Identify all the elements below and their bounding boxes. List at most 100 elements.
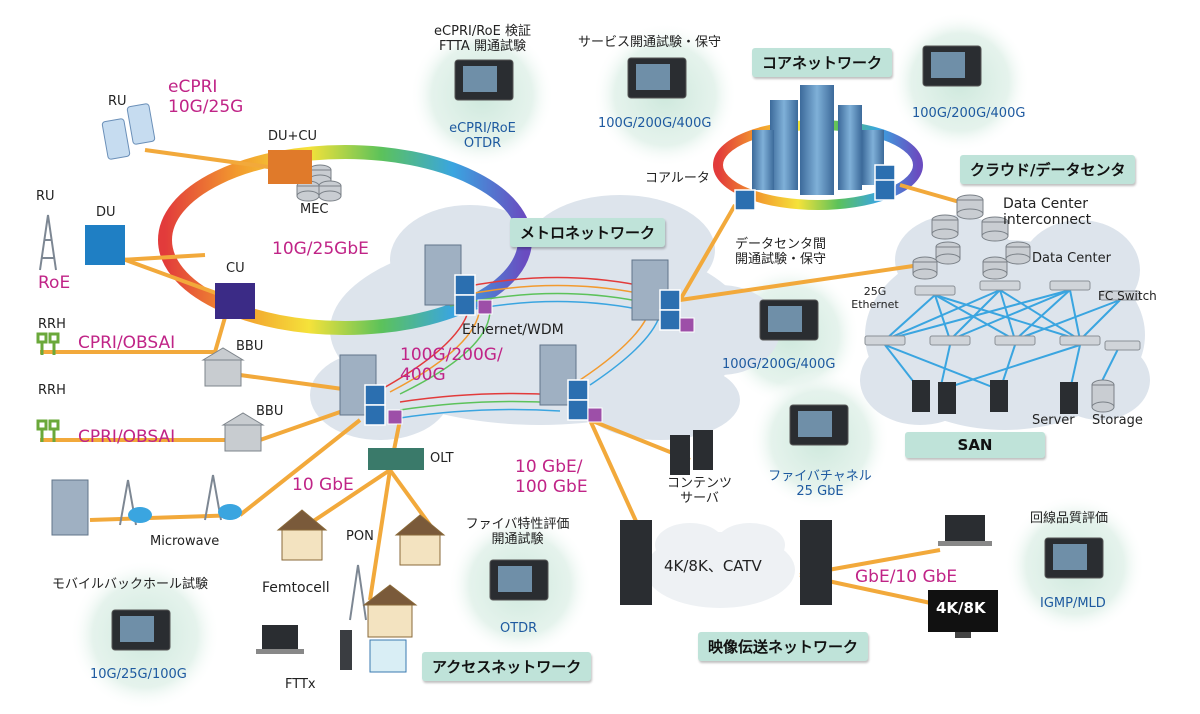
du-cu-label: DU+CU <box>268 129 318 144</box>
roe-label: RoE <box>38 273 71 293</box>
fc-switches <box>864 280 1141 351</box>
cu-switch <box>215 283 255 319</box>
san-mesh <box>884 289 1121 391</box>
data-center-label: Data Center <box>1032 251 1111 266</box>
ecpri-roe-label: eCPRI/RoE OTDR <box>440 121 525 152</box>
houses <box>276 509 446 638</box>
ru-top-label: RU <box>108 94 127 109</box>
server-label: Server <box>1032 413 1075 428</box>
wdm-nodes <box>387 299 695 425</box>
laptops <box>256 515 998 654</box>
mobile-backhaul-label: モバイルバックホール試験 <box>52 577 209 592</box>
tag-core-network: コアネットワーク <box>752 48 893 77</box>
dc-test-line-1: データセンタ間 <box>735 237 827 252</box>
ecpri-speed-line-1: eCPRI <box>168 77 218 97</box>
fiber-eval-line-2: 開通試験 <box>491 531 544 547</box>
olt-box <box>368 448 424 470</box>
otdr-access-label: OTDR <box>500 621 538 636</box>
ru-panels <box>101 103 156 160</box>
catv-label: 4K/8K、CATV <box>664 557 762 575</box>
microwave-label: Microwave <box>150 534 220 549</box>
fibre-channel-label: ファイバチャネル 25 GbE <box>755 469 885 500</box>
tag-video-network: 映像伝送ネットワーク <box>698 632 869 661</box>
eth-25g-label: 25G Ethernet <box>850 285 900 311</box>
video-speed-label: 10 GbE/ 100 GbE <box>515 457 588 497</box>
mobile-backhaul-speed: 10G/25G/100G <box>90 667 187 682</box>
cpri-test-line-2: FTTA 開通試験 <box>439 38 526 54</box>
access-speed-label: 10 GbE <box>292 475 354 495</box>
rrh-label-1: RRH <box>38 317 66 332</box>
router-nodes <box>364 164 896 426</box>
cpri-test-label: eCPRI/RoE 検証 FTTA 開通試験 <box>420 24 545 55</box>
core-router-label: コアルータ <box>645 171 710 186</box>
metro-speed-line-1: 100G/200G/ <box>400 345 503 365</box>
content-server-line-2: サーバ <box>680 490 719 506</box>
tag-metro-network: メトロネットワーク <box>510 218 666 247</box>
eth-25g-line-1: 25G <box>863 285 887 298</box>
ecpri-roe-line-2: OTDR <box>463 135 502 151</box>
cpri-label-1: CPRI/OBSAI <box>78 333 176 353</box>
tag-access-network: アクセスネットワーク <box>422 652 592 681</box>
fttx-label: FTTx <box>285 677 316 692</box>
igmp-label: IGMP/MLD <box>1040 596 1106 611</box>
dc-interconnect-label: Data Center interconnect <box>1003 196 1091 228</box>
du-switch <box>85 225 125 265</box>
rrh-units <box>36 332 60 442</box>
core-speed-label-1: 100G/200G/400G <box>598 116 712 131</box>
tag-san: SAN <box>905 432 1045 458</box>
ring-speed-label: 10G/25GbE <box>272 239 369 259</box>
instrument-screens <box>120 52 1087 642</box>
mec-label: MEC <box>300 202 329 217</box>
server-towers <box>620 380 1078 605</box>
video-speed-line-1: 10 GbE/ <box>515 457 583 477</box>
fc-switch-label: FC Switch <box>1098 289 1157 303</box>
video-cloud <box>645 523 795 608</box>
ethernet-wdm-label: Ethernet/WDM <box>462 322 564 338</box>
metro-speed-label: 100G/200G/ 400G <box>400 345 503 385</box>
fiber-eval-line-1: ファイバ特性評価 <box>465 517 570 532</box>
ecpri-speed-line-2: 10G/25G <box>168 96 244 117</box>
fibre-channel-line-1: ファイバチャネル <box>768 469 872 484</box>
ecpri-roe-line-1: eCPRI/RoE <box>449 121 516 136</box>
cpri-test-line-1: eCPRI/RoE 検証 <box>434 24 531 39</box>
gbe-label: GbE/10 GbE <box>855 567 958 587</box>
tag-cloud-datacenter: クラウド/データセンタ <box>960 155 1136 184</box>
content-server-line-1: コンテンツ <box>666 476 732 491</box>
pon-label: PON <box>346 529 374 544</box>
cpri-label-2: CPRI/OBSAI <box>78 427 176 447</box>
du-label: DU <box>96 205 116 220</box>
fibre-channel-line-2: 25 GbE <box>796 483 844 499</box>
microwave-routers <box>128 504 242 523</box>
service-test-label: サービス開通試験・保守 <box>578 35 722 50</box>
ru-left-label: RU <box>36 189 55 204</box>
dc-test-line-2: 開通試験・保守 <box>735 251 827 267</box>
monitor-4k8k-label: 4K/8K <box>936 599 986 617</box>
dc-test-label: データセンタ間 開通試験・保守 <box>735 237 827 268</box>
core-buildings <box>752 85 884 195</box>
femtocell-label: Femtocell <box>262 580 330 596</box>
rrh-label-2: RRH <box>38 383 66 398</box>
content-server-label: コンテンツ サーバ <box>662 476 737 507</box>
metro-speed-line-2: 400G <box>400 364 446 385</box>
ecpri-speed-label: eCPRI 10G/25G <box>168 77 244 117</box>
fiber-eval-label: ファイバ特性評価 開通試験 <box>455 517 580 548</box>
eth-25g-line-2: Ethernet <box>851 297 899 311</box>
ont-unit <box>369 639 407 673</box>
bbu-label-2: BBU <box>256 404 284 419</box>
olt-label: OLT <box>430 451 454 466</box>
cu-label: CU <box>226 261 245 276</box>
bbu-houses <box>201 347 265 452</box>
fttx-unit <box>340 630 352 670</box>
line-quality-label: 回線品質評価 <box>1030 511 1109 526</box>
core-speed-label-2: 100G/200G/400G <box>912 106 1026 121</box>
bbu-label-1: BBU <box>236 339 264 354</box>
dc-interconnect-line-2: interconnect <box>1003 212 1092 229</box>
dc-speed-label: 100G/200G/400G <box>722 357 836 372</box>
video-speed-line-2: 100 GbE <box>515 476 588 497</box>
storage-label: Storage <box>1092 413 1143 428</box>
du-cu-switch <box>268 150 312 184</box>
dc-interconnect-line-1: Data Center <box>1003 196 1088 212</box>
storage-disks <box>296 164 1115 413</box>
